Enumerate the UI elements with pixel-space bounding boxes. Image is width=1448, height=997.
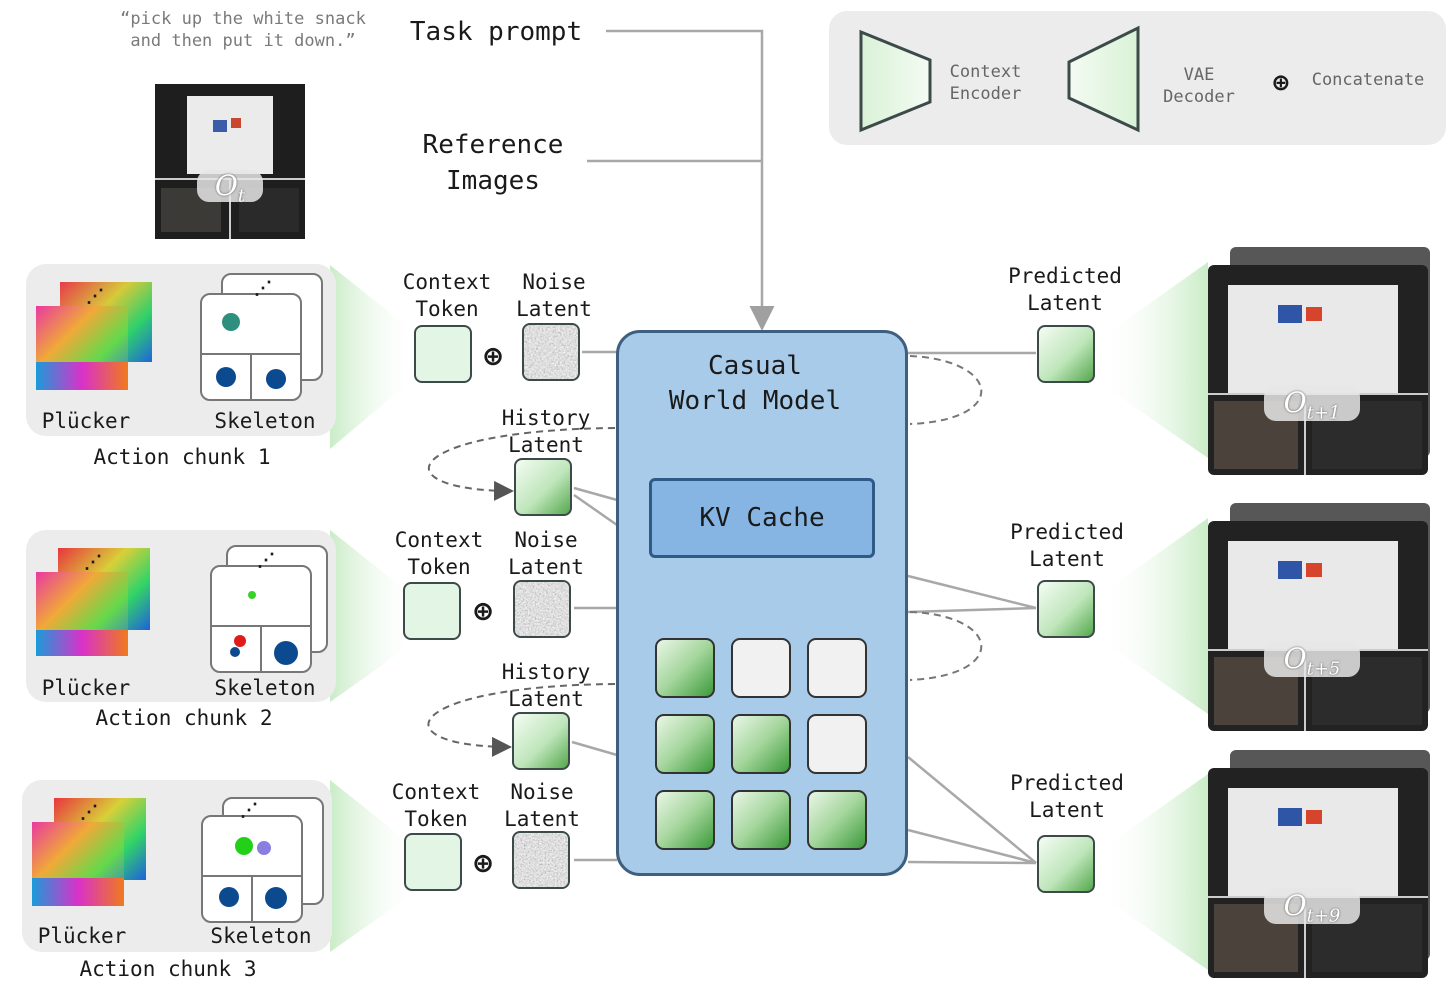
chunk-3-title: Action chunk 3 [79, 957, 257, 981]
kv-grid-cell [655, 638, 715, 698]
noise-latent-1 [522, 323, 580, 381]
legend-vae-decoder: VAE Decoder [1163, 65, 1235, 107]
context-token-label-2: Context Token [394, 528, 484, 579]
chunk-2-plucker-label: Plücker [41, 676, 131, 700]
kv-grid-cell [807, 714, 867, 774]
noise-latent-2 [513, 580, 571, 638]
kv-grid-cell [655, 714, 715, 774]
context-token-2 [403, 582, 461, 640]
history-latent-2 [512, 712, 570, 770]
obs-current-badge: Ot [197, 170, 263, 207]
causal-world-model [616, 330, 908, 876]
chunk-1-cone [330, 265, 418, 449]
history-latent-label-1: History Latent [501, 406, 591, 457]
legend-context-encoder: Context Encoder [949, 62, 1022, 104]
noise-latent-label-2: Noise Latent [508, 528, 584, 579]
output-cone-1 [1098, 262, 1208, 458]
chunk-2-skeleton-label: Skeleton [214, 676, 316, 700]
output-observation-image: Ot+9 [1208, 768, 1428, 978]
chunk-1-plucker-label: Plücker [41, 409, 131, 433]
output-cone-2 [1098, 518, 1208, 714]
chunk-2-title: Action chunk 2 [95, 706, 273, 730]
noise-latent-label-1: Noise Latent [516, 270, 592, 321]
predicted-latent-3 [1037, 835, 1095, 893]
chunk-3-cone [330, 780, 418, 952]
chunk-3-skeleton-label: Skeleton [210, 924, 312, 948]
concat-icon-1: ⊕ [484, 339, 503, 374]
predicted-latent-2 [1037, 580, 1095, 638]
chunk-3-plucker-label: Plücker [37, 924, 127, 948]
world-model-title: Casual World Model [668, 351, 842, 416]
kv-grid-cell [731, 714, 791, 774]
current-observation-image: Ot [155, 84, 305, 239]
output-obs-badge: Ot+9 [1264, 888, 1360, 927]
output-obs-badge: Ot+1 [1264, 385, 1360, 424]
predicted-latent-1 [1037, 325, 1095, 383]
output-observation-image: Ot+5 [1208, 521, 1428, 731]
kv-grid-cell [807, 790, 867, 850]
kv-grid-cell [731, 638, 791, 698]
chunk-1-title: Action chunk 1 [93, 445, 271, 469]
kv-cache: KV Cache [649, 478, 875, 558]
vae-decoder-icon [1067, 25, 1140, 133]
legend-concatenate: Concatenate [1311, 70, 1425, 90]
context-token-label-3: Context Token [391, 780, 481, 831]
concat-icon-2: ⊕ [474, 594, 493, 629]
task-prompt-label: Task prompt [409, 17, 583, 47]
concat-icon-3: ⊕ [474, 846, 493, 881]
output-cone-3 [1098, 774, 1208, 970]
output-obs-badge: Ot+5 [1264, 641, 1360, 680]
context-token-label-1: Context Token [402, 270, 492, 321]
history-latent-1 [514, 458, 572, 516]
noise-latent-label-3: Noise Latent [504, 780, 580, 831]
prompt-quote: “pick up the white snack and then put it… [120, 9, 366, 51]
context-encoder-icon [859, 29, 932, 133]
kv-grid-cell [655, 790, 715, 850]
chunk-2-cone [330, 530, 418, 702]
context-token-1 [414, 325, 472, 383]
noise-latent-3 [512, 831, 570, 889]
concatenate-icon: ⊕ [1273, 68, 1289, 98]
task-prompt-line [606, 29, 775, 331]
context-token-3 [404, 833, 462, 891]
kv-grid-cell [807, 638, 867, 698]
skeleton-view-front [200, 293, 302, 401]
reference-images-label: Reference Images [422, 130, 564, 196]
predicted-latent-label-2: Predicted Latent [1010, 520, 1124, 571]
output-observation-image: Ot+1 [1208, 265, 1428, 475]
chunk-1-skeleton-label: Skeleton [214, 409, 316, 433]
predicted-latent-label-3: Predicted Latent [1010, 771, 1124, 822]
predicted-latent-label-1: Predicted Latent [1008, 264, 1122, 315]
history-latent-label-2: History Latent [501, 660, 591, 711]
kv-grid-cell [731, 790, 791, 850]
